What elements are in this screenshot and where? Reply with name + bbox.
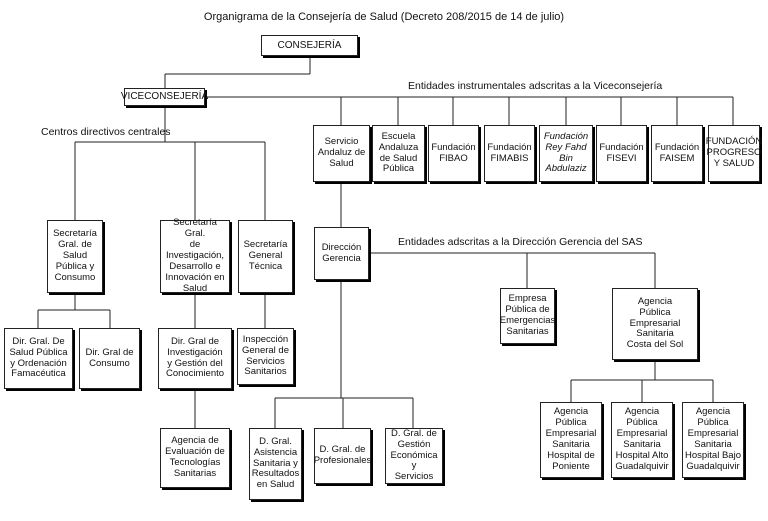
node-dg-profesionales: D. Gral. de Profesionales [314, 428, 371, 484]
node-empresa-emergencias: Empresa Pública de Emergencias Sanitaria… [500, 288, 555, 344]
node-consejeria: CONSEJERÍA [261, 35, 358, 56]
node-fundacion-faisem: Fundación FAISEM [651, 125, 703, 182]
node-viceconsejeria: VICECONSEJERÍA [121, 88, 208, 106]
node-secretaria-investigacion: Secretaría Gral. de Investigación, Desar… [160, 217, 230, 294]
node-agencia-bajo-guadalquivir: Agencia Pública Empresarial Sanitaria Ho… [682, 402, 744, 478]
node-fundacion-rey-fahd: Fundación Rey Fahd Bin Abdulaziz [539, 125, 593, 182]
node-dg-gestion-economica: D. Gral. de Gestión Económica y Servicio… [385, 428, 443, 484]
node-dg-salud-publica: Dir. Gral. De Salud Pública y Ordenación… [4, 328, 73, 389]
node-agencia-costa-sol: Agencia Pública Empresarial Sanitaria Co… [612, 288, 698, 360]
node-secretaria-salud-publica: Secretaría Gral. de Salud Pública y Cons… [47, 220, 103, 293]
node-agencia-alto-guadalquivir: Agencia Pública Empresarial Sanitaria Ho… [611, 402, 673, 478]
chart-title: Organigrama de la Consejería de Salud (D… [203, 11, 565, 23]
node-secretaria-general-tecnica: Secretaría General Técnica [238, 220, 293, 293]
node-inspeccion-general: Inspección General de Servicios Sanitari… [237, 328, 294, 385]
node-fundacion-fimabis: Fundación FIMABIS [484, 125, 535, 182]
node-servicio-andaluz-salud: Servicio Andaluz de Salud [313, 125, 370, 182]
node-dg-asistencia-sanitaria: D. Gral. Asistencia Sanitaria y Resultad… [249, 428, 302, 500]
label-entidades-sas: Entidades adscritas a la Dirección Geren… [398, 236, 643, 248]
label-centros-directivos: Centros directivos centrales [41, 126, 171, 138]
node-direccion-gerencia: Dirección Gerencia [314, 227, 369, 280]
node-fundacion-fisevi: Fundación FISEVI [596, 125, 647, 182]
node-dg-investigacion: Dir. Gral de Investigación y Gestión del… [158, 328, 232, 389]
node-agencia-poniente: Agencia Pública Empresarial Sanitaria Ho… [540, 402, 602, 478]
node-fundacion-fibao: Fundación FIBAO [428, 125, 479, 182]
node-agencia-evaluacion: Agencia de Evaluación de Tecnologías San… [160, 428, 230, 488]
node-dg-consumo: Dir. Gral de Consumo [79, 328, 140, 389]
label-entidades-instrumentales: Entidades instrumentales adscritas a la … [408, 80, 663, 92]
node-fundacion-progreso-salud: FUNDACIÓN PROGRESO Y SALUD [706, 125, 762, 182]
node-escuela-andaluza-salud-publica: Escuela Andaluza de Salud Pública [372, 125, 425, 182]
